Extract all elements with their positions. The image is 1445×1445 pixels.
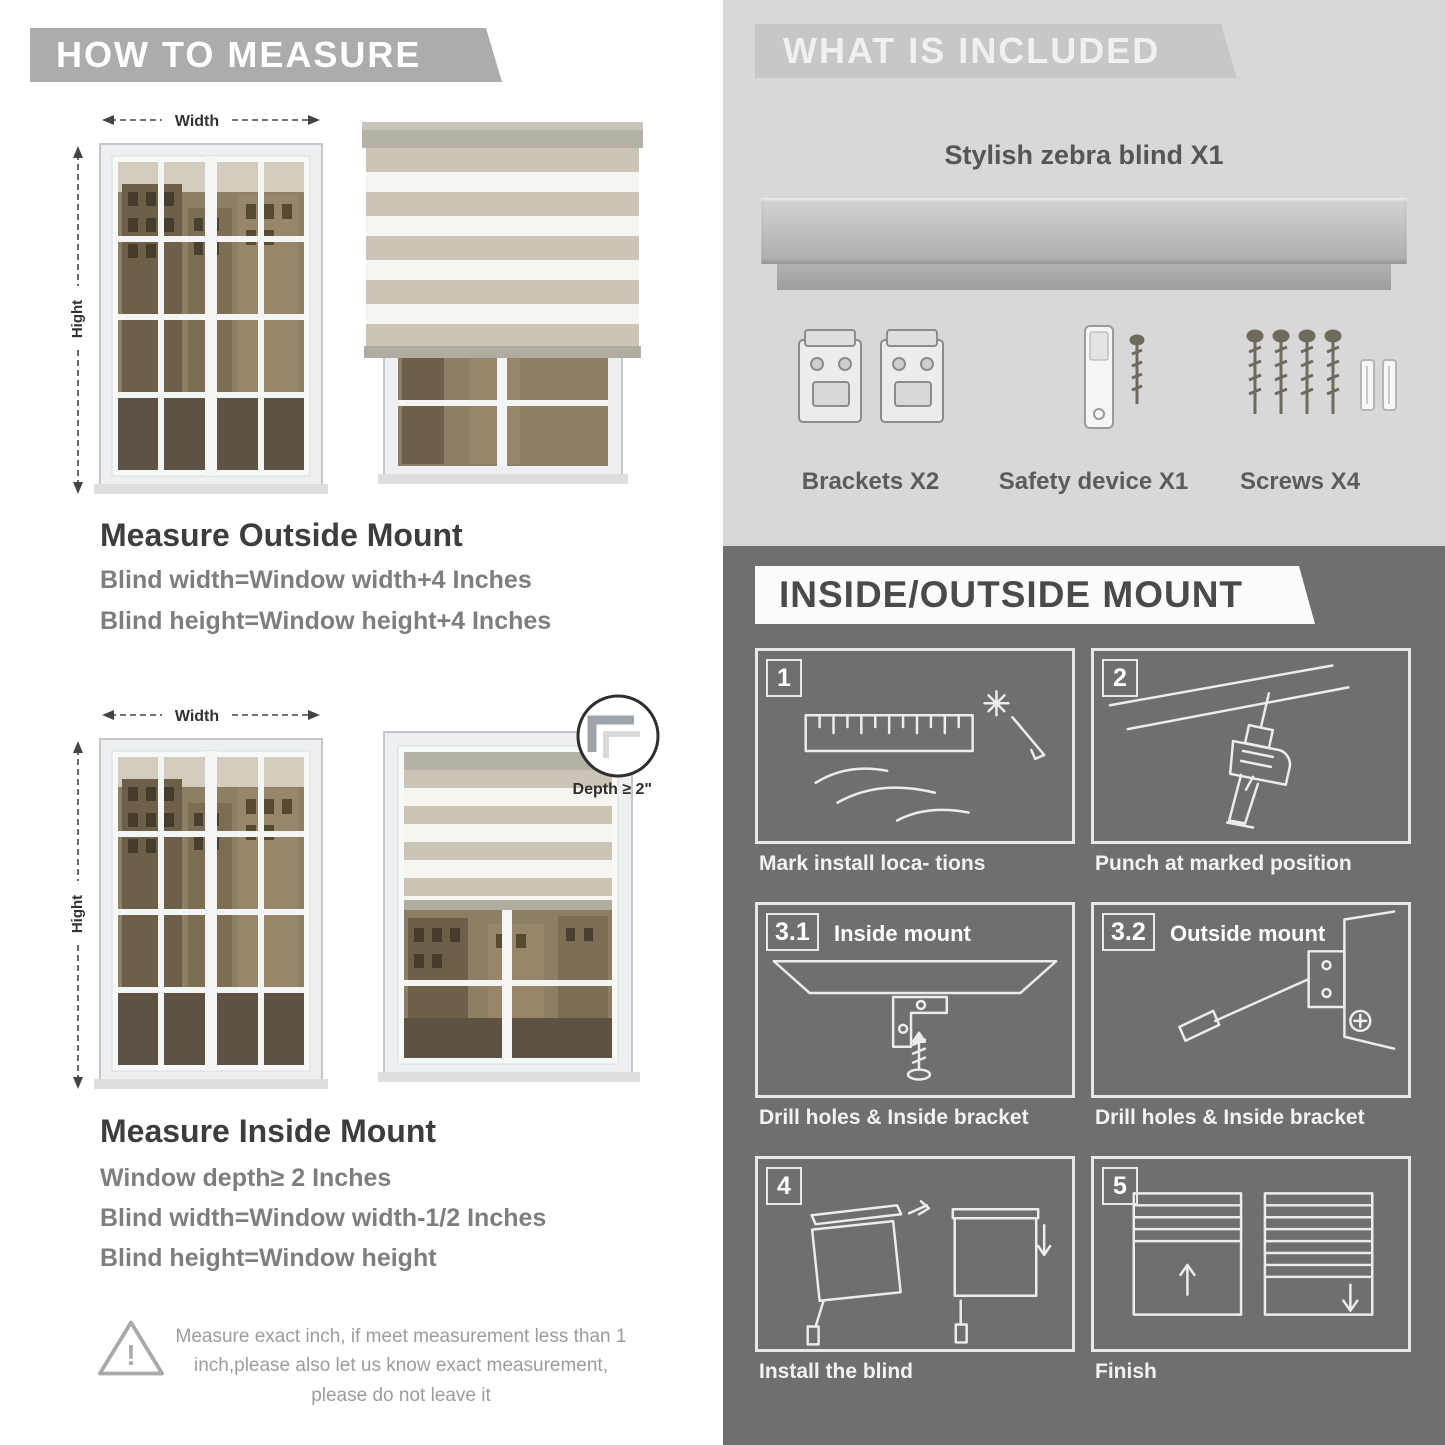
window-art — [94, 738, 328, 1089]
anchor-icon — [1360, 359, 1397, 411]
inside-mount-label: Inside mount — [834, 921, 971, 946]
step-panel-2: 2 — [1091, 648, 1411, 844]
inside-bracket-illustration — [772, 960, 1058, 1081]
measurement-note: Measure exact inch, if meet measurement … — [175, 1326, 627, 1406]
step-panel-3-2: 3.2 Outside mount — [1091, 902, 1411, 1098]
inside-outside-mount-banner: INSIDE/OUTSIDE MOUNT — [755, 566, 1315, 624]
width-label: Width — [175, 708, 219, 725]
step-caption-3-2: Drill holes & Inside bracket — [1095, 1106, 1365, 1129]
window-art — [94, 143, 328, 494]
safety-device-icon — [1084, 325, 1114, 429]
step-number-text: 1 — [777, 663, 791, 692]
step-number-text: 3.1 — [775, 917, 810, 946]
depth-callout: Depth ≥ 2" — [573, 694, 660, 798]
step-panel-3-1: 3.1 Inside mount — [755, 902, 1075, 1098]
safety-device-caption: Safety device X1 — [998, 468, 1189, 495]
warning-triangle-icon: ! — [98, 1320, 164, 1376]
step-caption-1: Mark install loca- tions — [759, 852, 986, 875]
step-caption-2: Punch at marked position — [1095, 852, 1352, 875]
outside-width-formula: Blind width=Window width+4 Inches — [100, 566, 532, 594]
step-caption-5: Finish — [1095, 1360, 1157, 1383]
mount-instructions-section: INSIDE/OUTSIDE MOUNT 1 Mark install loca… — [723, 546, 1445, 1445]
exclamation-glyph: ! — [126, 1339, 135, 1371]
product-label: Stylish zebra blind X1 — [944, 140, 1224, 170]
depth-label: Depth ≥ 2" — [573, 781, 652, 798]
height-label: Hight — [69, 895, 86, 933]
inside-outside-mount-title: INSIDE/OUTSIDE MOUNT — [779, 574, 1244, 615]
blind-headrail-graphic — [761, 198, 1407, 264]
step-number: 4 — [766, 1167, 802, 1205]
step-panel-1: 1 — [755, 648, 1075, 844]
outside-mount-window-figure: Width Hight — [62, 98, 332, 503]
drill-illustration — [1108, 664, 1350, 829]
brackets-caption: Brackets X2 — [801, 468, 940, 495]
how-to-measure-title: HOW TO MEASURE — [56, 34, 422, 75]
step-number-text: 2 — [1113, 663, 1127, 692]
step-caption-3-1: Drill holes & Inside bracket — [759, 1106, 1029, 1129]
outside-mount-title: Measure Outside Mount — [100, 517, 463, 553]
what-is-included-section: WHAT IS INCLUDED Stylish zebra blind X1 — [723, 0, 1445, 546]
step-number: 3.1 — [766, 913, 819, 951]
mark-location-illustration — [804, 690, 1046, 822]
step-panel-5: 5 — [1091, 1156, 1411, 1352]
warning-triangle-icon: ! — [98, 1318, 164, 1378]
inside-width-formula: Blind width=Window width-1/2 Inches — [100, 1204, 547, 1232]
height-label: Hight — [69, 300, 86, 338]
window-illustration: Width Hight — [69, 113, 328, 494]
inside-height-formula: Blind height=Window height — [100, 1244, 437, 1272]
install-blind-illustration — [806, 1200, 1052, 1346]
step-caption-4: Install the blind — [759, 1360, 914, 1383]
outside-mount-label: Outside mount — [1170, 921, 1326, 946]
height-dimension-arrow: Hight — [69, 741, 86, 1089]
step-number: 2 — [1102, 659, 1138, 697]
finish-illustration — [1132, 1192, 1374, 1316]
outside-mount-blind-figure — [350, 92, 655, 497]
window-illustration: Width Hight — [69, 708, 328, 1089]
inside-depth-formula: Window depth≥ 2 Inches — [100, 1164, 392, 1192]
outside-height-formula: Blind height=Window height+4 Inches — [100, 607, 552, 635]
mullions-art — [378, 910, 640, 1082]
what-is-included-banner: WHAT IS INCLUDED — [755, 24, 1237, 78]
outside-bracket-illustration — [1178, 910, 1396, 1050]
screw-icon — [1129, 334, 1145, 404]
blind-valance-graphic — [777, 264, 1391, 290]
inside-mount-window-figure: Width Hight — [62, 693, 332, 1098]
how-to-measure-banner: HOW TO MEASURE — [30, 28, 502, 82]
step-panel-4: 4 — [755, 1156, 1075, 1352]
inside-mount-title: Measure Inside Mount — [100, 1113, 437, 1149]
screws-icon — [1246, 329, 1342, 414]
step-number: 5 — [1102, 1167, 1138, 1205]
zebra-blind-illustration — [362, 122, 643, 484]
width-dimension-arrow: Width — [102, 708, 320, 725]
screws-caption: Screws X4 — [1239, 468, 1361, 495]
blind-art — [404, 752, 612, 910]
inside-blind-illustration: Depth ≥ 2" — [378, 694, 660, 1082]
height-dimension-arrow: Hight — [69, 146, 86, 494]
step-number-text: 3.2 — [1111, 917, 1146, 946]
included-items-illustration — [798, 325, 1397, 429]
bracket-icon — [798, 329, 862, 423]
window-behind-art — [378, 341, 628, 484]
what-is-included-title: WHAT IS INCLUDED — [783, 30, 1161, 71]
step-number-text: 4 — [777, 1171, 791, 1200]
width-dimension-arrow: Width — [102, 113, 320, 130]
step-number: 3.2 — [1102, 913, 1155, 951]
step-number: 1 — [766, 659, 802, 697]
width-label: Width — [175, 113, 219, 130]
blind-art — [362, 122, 643, 358]
step-number-text: 5 — [1113, 1171, 1127, 1200]
inside-mount-blind-figure: Depth ≥ 2" — [368, 688, 660, 1098]
bracket-icon — [880, 329, 944, 423]
